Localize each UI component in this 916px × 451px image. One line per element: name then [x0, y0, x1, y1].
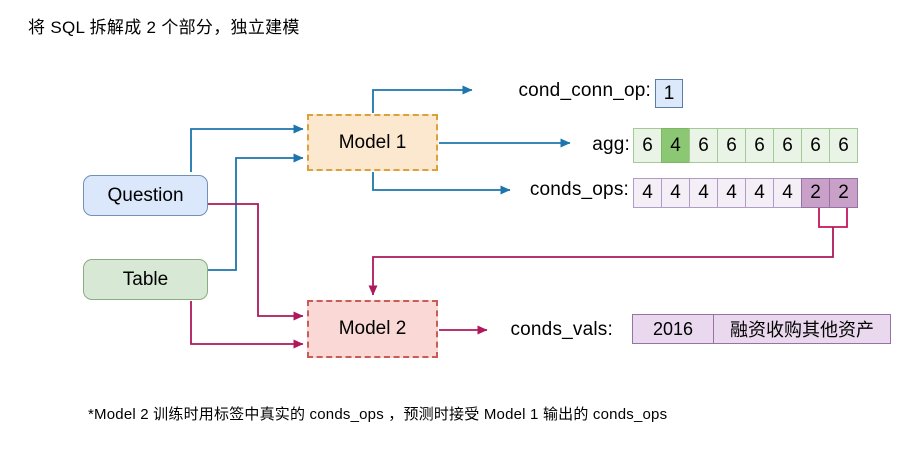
value-cell: 4: [661, 128, 690, 163]
question-node: Question: [83, 175, 208, 216]
model1-node-label: Model 1: [338, 131, 407, 153]
value-cell: 6: [829, 128, 858, 163]
value-cell: 4: [745, 178, 774, 208]
model2-node-label: Model 2: [338, 318, 407, 339]
connector-question-to-model1: [190, 124, 304, 172]
footnote: *Model 2 训练时用标签中真实的 conds_ops ，预测时接受 Mod…: [88, 406, 668, 423]
connector-question-to-model2: [208, 203, 304, 321]
value-cell: 2: [829, 178, 858, 208]
conds-ops-label: conds_ops:: [529, 179, 629, 200]
model1-node: Model 1: [307, 114, 438, 171]
connector-model1-to-conds-ops: [372, 172, 511, 195]
connector-table-to-model2: [190, 301, 304, 349]
value-cell: 2: [801, 178, 830, 208]
conds-ops-bracket: [818, 208, 848, 228]
value-cell: 6: [745, 128, 774, 163]
value-cell: 1: [655, 79, 683, 108]
value-cell: 6: [773, 128, 802, 163]
value-cell: 6: [689, 128, 718, 163]
value-cell: 6: [801, 128, 830, 163]
value-cell: 6: [717, 128, 746, 163]
value-cell: 4: [633, 178, 662, 208]
value-cell: 6: [633, 128, 662, 163]
question-node-label: Question: [107, 184, 184, 206]
value-cell: 4: [717, 178, 746, 208]
conds-vals-label: conds_vals:: [510, 319, 613, 340]
cond-conn-op-cells: 1: [655, 79, 683, 108]
connector-table-to-model1: [208, 153, 304, 271]
value-cell: 4: [773, 178, 802, 208]
value-cell: 4: [689, 178, 718, 208]
table-node-label: Table: [122, 268, 169, 290]
connector-model1-to-cond-conn-op: [372, 85, 473, 113]
value-cell: 融资收购其他资产: [713, 314, 892, 344]
connector-conds-ops-to-model2: [368, 227, 834, 296]
model2-node: Model 2: [307, 300, 438, 358]
value-cell: 2016: [632, 314, 715, 344]
value-cell: 4: [661, 178, 690, 208]
diagram-title: 将 SQL 拆解成 2 个部分，独立建模: [28, 18, 300, 37]
cond-conn-op-label: cond_conn_op:: [518, 80, 651, 101]
table-node: Table: [83, 259, 208, 300]
agg-label: agg:: [592, 134, 630, 155]
